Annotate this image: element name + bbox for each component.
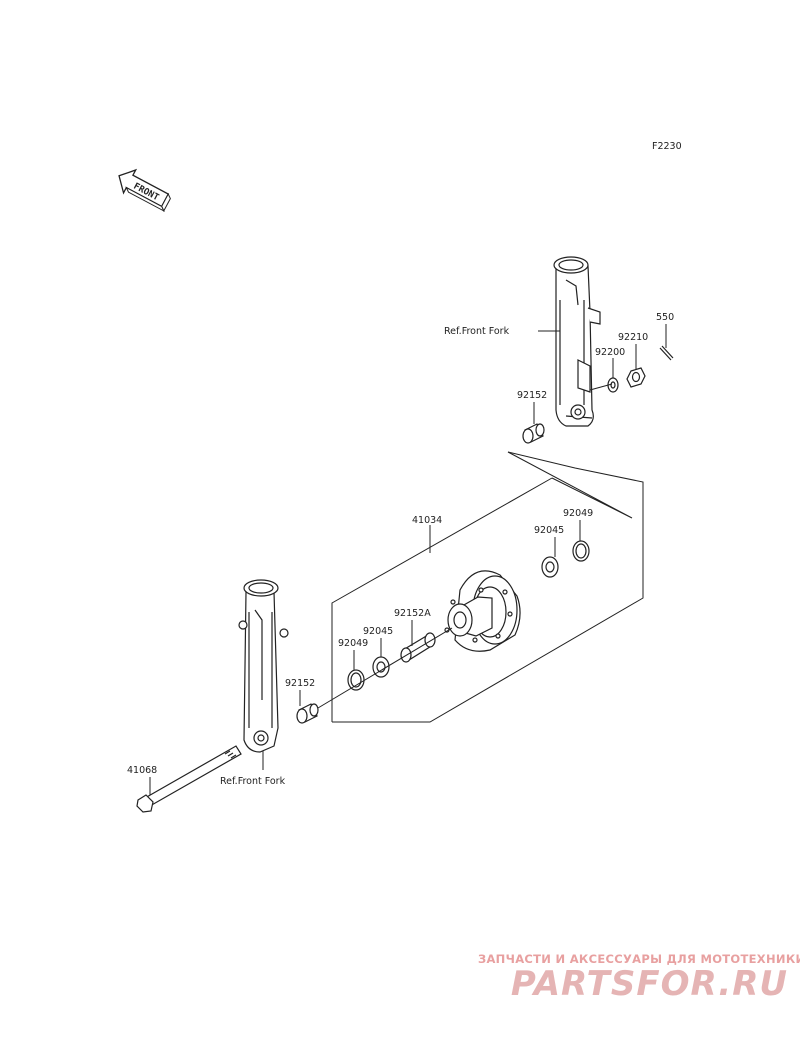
hub-41034 [444,570,521,652]
label-92210: 92210 [618,332,648,343]
label-ref-front-fork-left: Ref.Front Fork [220,776,286,787]
label-92049-left: 92049 [338,638,368,649]
label-550: 550 [656,312,674,323]
collar-92152-right [522,423,545,444]
leader-lines-left [149,520,581,798]
cotter-pin-550 [659,345,674,361]
label-92049-right: 92049 [563,508,593,519]
label-92152A: 92152A [394,608,431,619]
label-92152-left: 92152 [285,678,315,689]
front-arrow-icon: FRONT [118,168,171,213]
label-41068: 41068 [127,765,157,776]
leader-lines-right [331,324,667,723]
label-92152-right: 92152 [517,390,547,401]
left-fork-leg [238,579,289,753]
right-fork-leg [553,256,601,427]
spacer-92152A [400,632,436,663]
bearing-92045-right [541,556,559,578]
nut-92210 [626,367,646,388]
seal-92049-right [572,540,590,562]
diagram-code: F2230 [652,141,682,152]
axle-41068 [136,745,242,813]
label-92200: 92200 [595,347,625,358]
seal-92049-left [347,669,365,691]
label-ref-front-fork-right: Ref.Front Fork [444,326,510,337]
collar-92152-left [296,703,319,724]
label-41034: 41034 [412,515,442,526]
watermark-brand: PARTSFOR.RU [510,964,788,1004]
label-92045-right: 92045 [534,525,564,536]
label-92045-left: 92045 [363,626,393,637]
watermark-tagline: ЗАПЧАСТИ И АКСЕССУАРЫ ДЛЯ МОТОТЕХНИКИ [478,952,800,966]
